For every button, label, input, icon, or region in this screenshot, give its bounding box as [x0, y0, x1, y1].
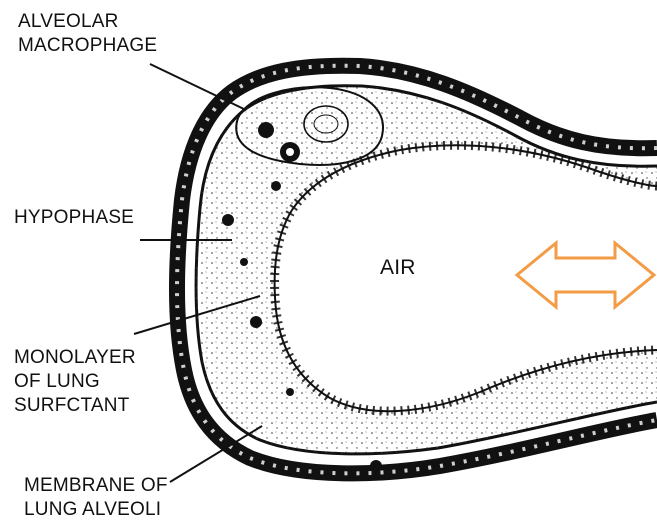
label-line: HYPOPHASE: [14, 206, 134, 230]
label-air: AIR: [380, 256, 416, 280]
label-alveolar-macrophage: ALVEOLAR MACROPHAGE: [18, 10, 157, 58]
label-line: SURFCTANT: [14, 394, 136, 418]
label-line: MACROPHAGE: [18, 34, 157, 58]
label-line: OF LUNG: [14, 370, 136, 394]
label-line: MONOLAYER: [14, 346, 136, 370]
double-headed-arrow-icon: [517, 243, 654, 307]
label-line: MEMBRANE OF: [24, 474, 168, 498]
label-line: ALVEOLAR: [18, 10, 157, 34]
label-line: LUNG ALVEOLI: [24, 498, 168, 522]
label-monolayer-surfactant: MONOLAYER OF LUNG SURFCTANT: [14, 346, 136, 418]
label-membrane-lung-alveoli: MEMBRANE OF LUNG ALVEOLI: [24, 474, 168, 522]
label-hypophase: HYPOPHASE: [14, 206, 134, 230]
